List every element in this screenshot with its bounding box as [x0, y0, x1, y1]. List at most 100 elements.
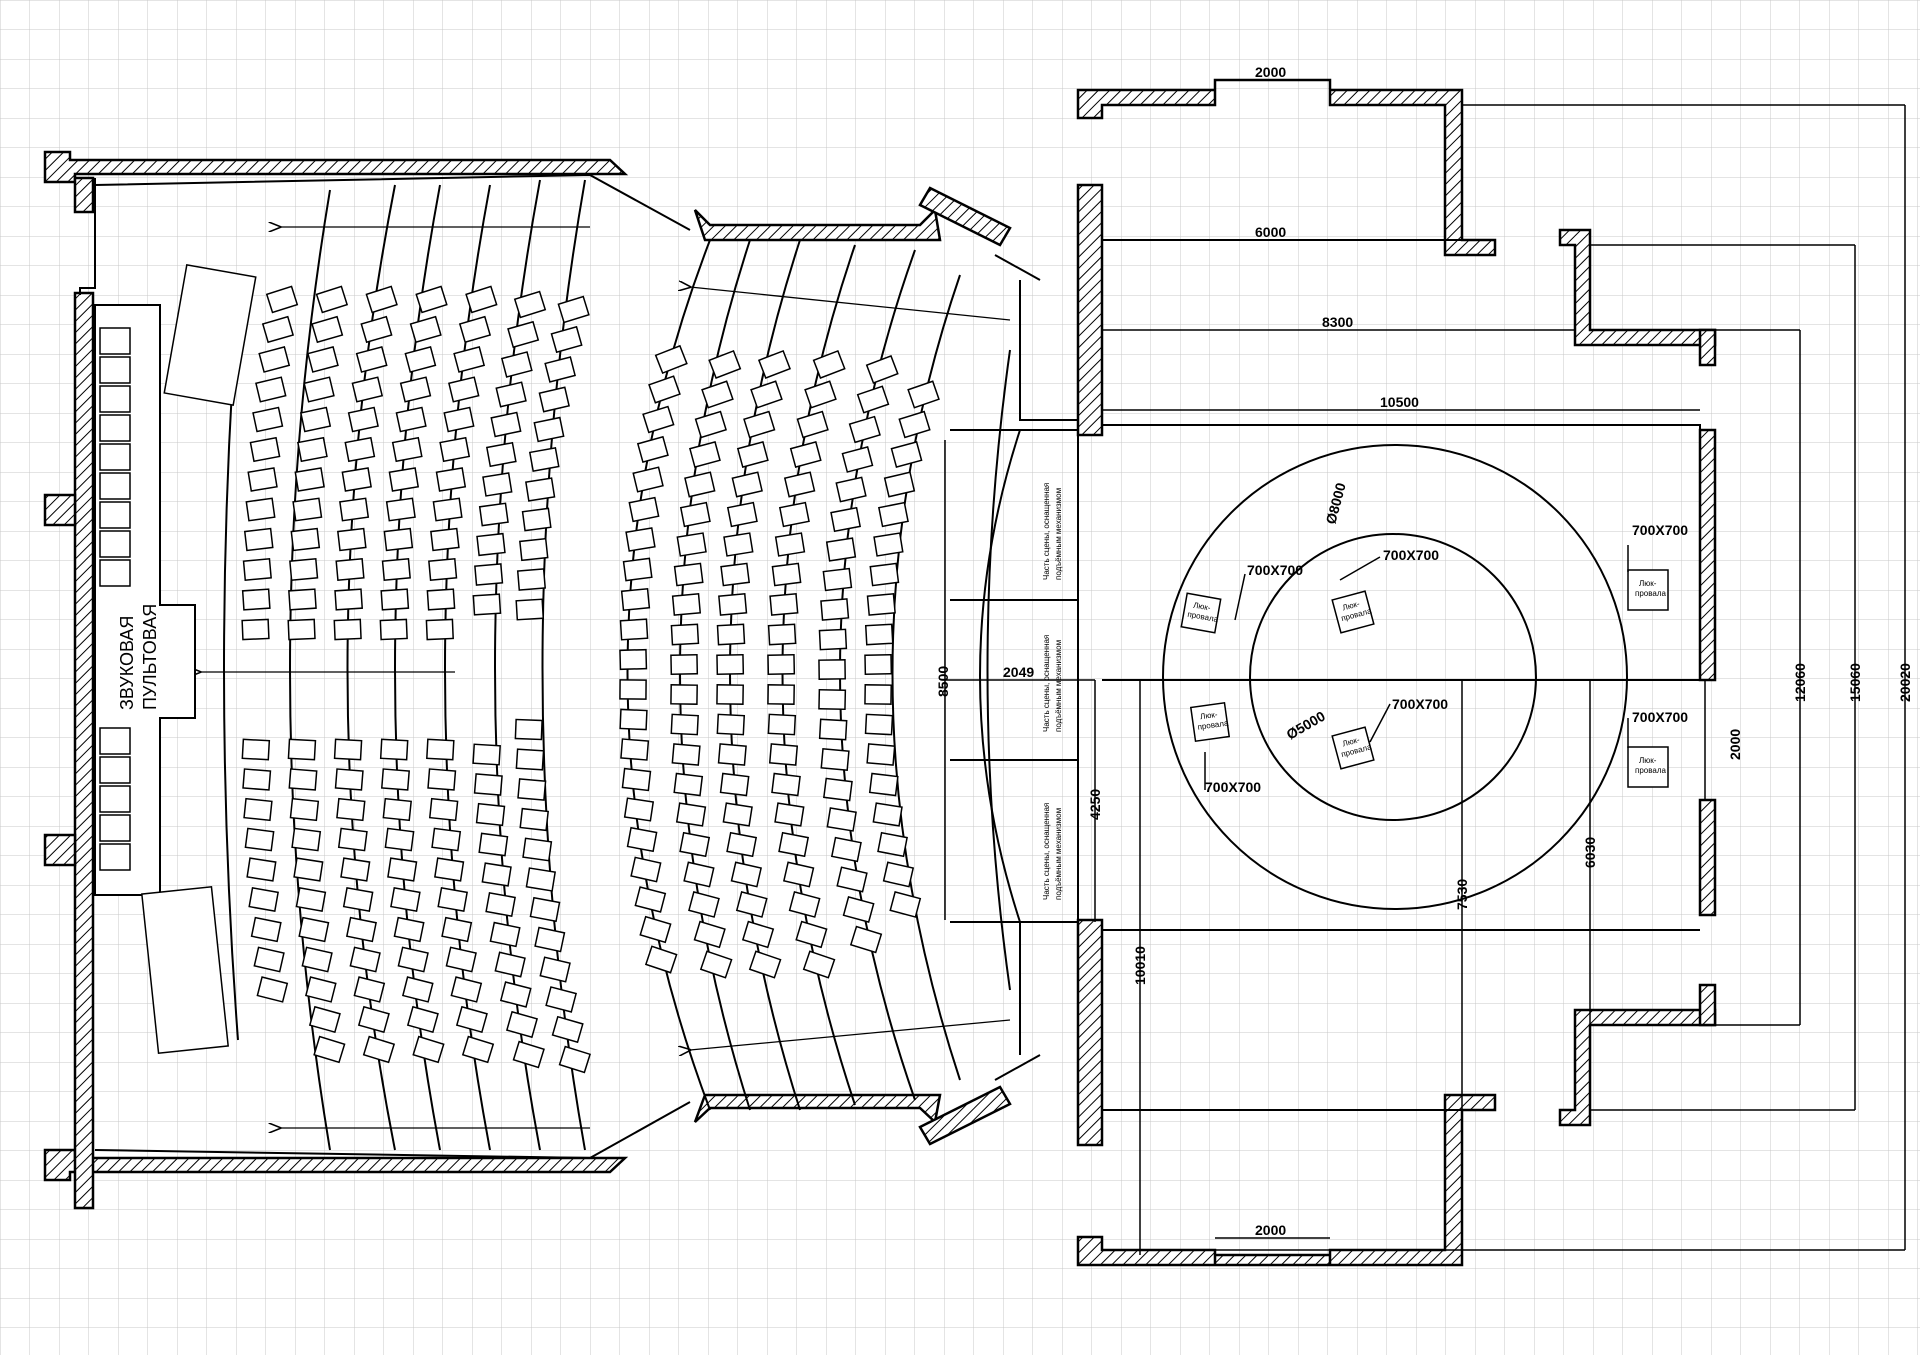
seat [380, 768, 411, 791]
seat [768, 743, 799, 766]
seat [743, 410, 776, 439]
seat [428, 797, 459, 822]
seat [494, 951, 526, 978]
seat [825, 537, 857, 562]
svg-text:Люк-: Люк- [1192, 601, 1211, 613]
trap-doors: Люк- провала Люк- провала Люк- провала Л… [1180, 569, 1669, 788]
seat [877, 501, 909, 528]
seat [512, 1040, 545, 1069]
trap-size-2: 700X700 [1383, 547, 1439, 563]
seat [298, 916, 330, 943]
seat [670, 623, 700, 646]
seat [415, 285, 448, 314]
console-seat [99, 472, 131, 500]
seat [693, 920, 726, 949]
seat [654, 344, 688, 375]
seat [409, 315, 442, 344]
seat [351, 376, 384, 403]
dim-12060: 12060 [1792, 663, 1808, 702]
seat [256, 976, 289, 1003]
seat [718, 593, 748, 616]
console-seat [99, 843, 131, 871]
seat [551, 1015, 584, 1044]
trap-door: Люк- провала [1331, 726, 1375, 770]
seat [557, 295, 590, 324]
seat [621, 767, 652, 792]
lift-label-2b: подъёмным механизмом [1054, 640, 1063, 732]
seat [890, 440, 923, 468]
seat [401, 976, 434, 1003]
seat [379, 618, 408, 641]
seat [699, 950, 733, 979]
outer-revolve-circle [1162, 444, 1628, 910]
seat [458, 315, 492, 344]
seat [842, 895, 875, 923]
seat [679, 501, 711, 528]
seat [864, 684, 892, 705]
seat [341, 467, 372, 492]
seat [340, 857, 371, 882]
svg-text:Люк-: Люк- [1639, 756, 1657, 765]
aisle-arrows [200, 227, 1011, 1128]
seat [382, 797, 412, 822]
seat [289, 797, 320, 822]
seat [730, 861, 762, 888]
seat [241, 588, 271, 611]
seat [515, 598, 545, 621]
seat [241, 618, 270, 641]
lift-label-3a: Часть сцены, оснащенная [1042, 803, 1051, 900]
seat [673, 562, 704, 587]
trap-door: Люк- провала [1180, 592, 1222, 634]
seat [723, 532, 754, 557]
seat [345, 916, 377, 943]
seat [622, 557, 653, 582]
seat [525, 477, 556, 502]
seat [771, 562, 802, 587]
seat [465, 285, 498, 314]
seat [439, 436, 471, 463]
seat [778, 501, 810, 528]
seat [675, 802, 707, 827]
seat [620, 587, 651, 612]
seat [830, 506, 862, 533]
seat [426, 738, 455, 761]
seat [455, 1005, 488, 1034]
seat [694, 410, 727, 439]
seat [293, 857, 324, 882]
seat [333, 738, 363, 761]
seat [250, 916, 282, 943]
seat [623, 797, 655, 822]
seat [767, 684, 795, 705]
seat [726, 501, 758, 528]
seat [673, 772, 704, 797]
seat [247, 467, 278, 492]
seat [519, 537, 549, 562]
trap-door: Люк- провала [1331, 590, 1375, 634]
seat [242, 768, 272, 791]
seat [558, 1045, 592, 1074]
inner-revolve-circle [1249, 533, 1537, 821]
dim-10010: 10010 [1132, 946, 1148, 985]
dim-15060: 15060 [1847, 663, 1863, 702]
seat [383, 527, 414, 552]
seat [258, 346, 291, 373]
seat [437, 886, 468, 912]
seat [428, 558, 458, 581]
console-seat [99, 559, 131, 587]
seat [297, 436, 328, 463]
seat [513, 290, 547, 319]
seat [671, 593, 702, 616]
seat [812, 349, 846, 379]
seat [315, 285, 349, 314]
seat [499, 981, 532, 1008]
seat [889, 891, 922, 918]
seat [774, 802, 805, 827]
seat [246, 857, 277, 882]
seat [430, 527, 460, 552]
seat [625, 527, 656, 552]
seat [528, 446, 560, 473]
seat [481, 862, 512, 887]
seat [445, 946, 477, 973]
seat [679, 831, 711, 858]
seat [731, 471, 763, 498]
